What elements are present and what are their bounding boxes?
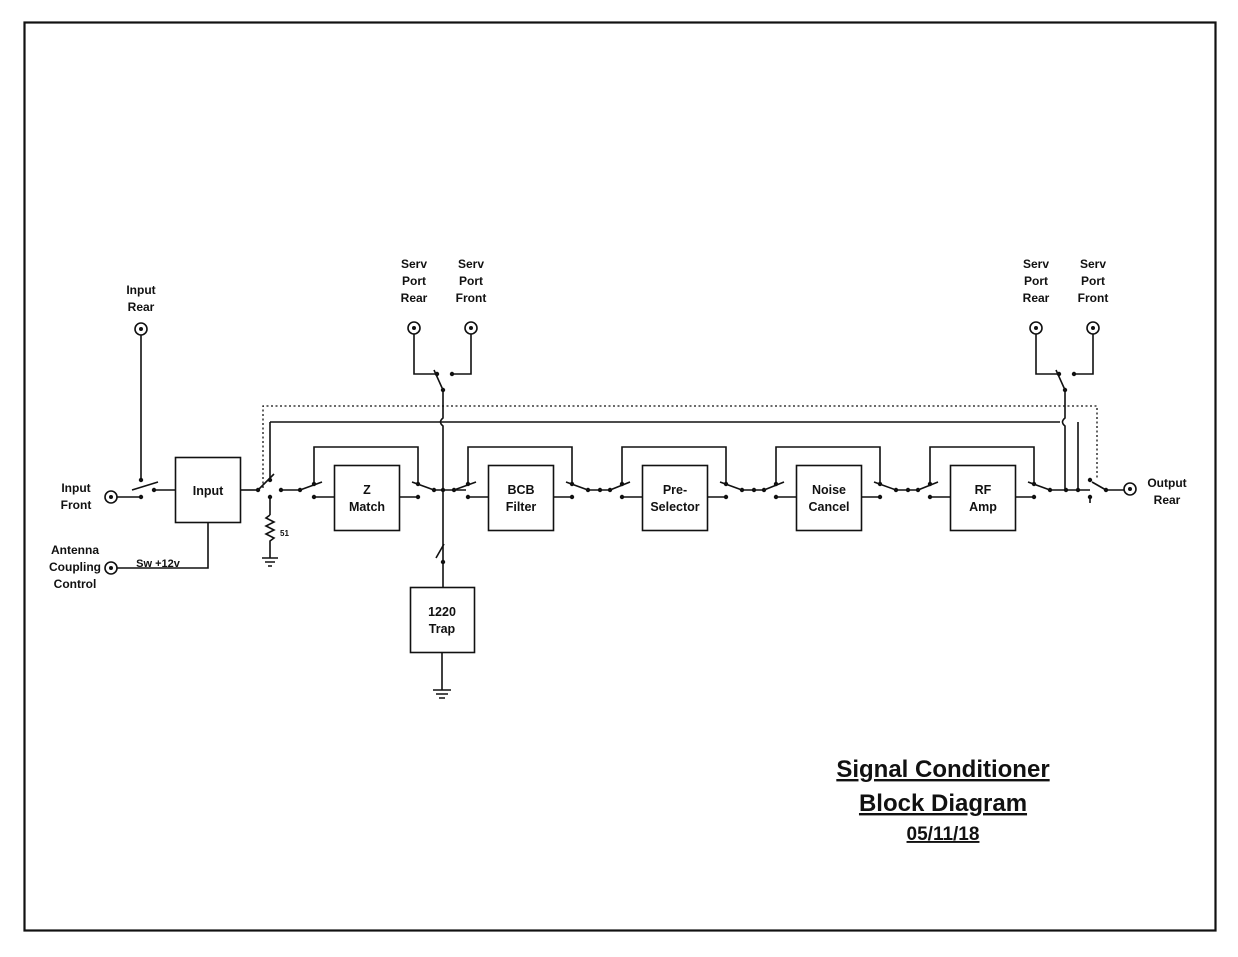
svg-text:Output: Output <box>1147 476 1186 490</box>
page-border <box>23 21 1217 932</box>
block-bcb-filter: BCB Filter <box>487 464 555 532</box>
svg-text:Coupling: Coupling <box>49 560 101 574</box>
block-rf-amp: RF Amp <box>949 464 1017 532</box>
svg-text:Antenna: Antenna <box>51 543 99 557</box>
svg-text:Noise: Noise <box>812 483 846 497</box>
svg-text:BCB: BCB <box>507 483 534 497</box>
serv-port-switch-2 <box>1035 334 1094 490</box>
svg-text:Rear: Rear <box>401 291 428 305</box>
input-front-jack-icon <box>104 490 118 504</box>
label-input-rear: Input Rear <box>126 283 155 314</box>
input-section-wiring <box>117 335 257 569</box>
svg-text:Z: Z <box>363 483 371 497</box>
svg-text:Pre-: Pre- <box>663 483 687 497</box>
svg-text:Serv: Serv <box>401 257 427 271</box>
svg-text:Amp: Amp <box>969 500 997 514</box>
svg-text:Input: Input <box>61 481 90 495</box>
label-antenna-coupling-control: Antenna Coupling Control <box>49 543 101 591</box>
input-rear-jack-icon <box>134 322 148 336</box>
label-serv-port-rear-2: Serv Port Rear <box>1023 257 1050 305</box>
svg-text:Serv: Serv <box>1080 257 1106 271</box>
block-1220-trap: 1220 Trap <box>409 586 476 654</box>
label-output-rear: Output Rear <box>1147 476 1186 507</box>
label-serv-port-rear-1: Serv Port Rear <box>401 257 428 305</box>
svg-text:Front: Front <box>456 291 487 305</box>
control-bus-dotted <box>262 405 1098 488</box>
sw-12v-label: Sw +12v <box>136 558 181 570</box>
signal-chain-wiring <box>278 422 1124 503</box>
svg-text:Match: Match <box>349 500 385 514</box>
label-input-front: Input Front <box>61 481 92 512</box>
serv-port-switch-1 <box>413 334 472 560</box>
svg-text:Control: Control <box>54 577 97 591</box>
svg-text:Port: Port <box>459 274 483 288</box>
input-transfer-switch <box>255 422 275 515</box>
ground-icon <box>433 653 451 699</box>
svg-text:Front: Front <box>1078 291 1109 305</box>
svg-text:Serv: Serv <box>458 257 484 271</box>
svg-text:Port: Port <box>402 274 426 288</box>
svg-text:Front: Front <box>61 498 92 512</box>
serv-port-front-2-jack-icon <box>1086 321 1100 335</box>
antenna-control-jack-icon <box>104 561 118 575</box>
block-noise-cancel: Noise Cancel <box>795 464 863 532</box>
svg-text:RF: RF <box>975 483 992 497</box>
svg-text:Rear: Rear <box>128 300 155 314</box>
svg-text:Port: Port <box>1081 274 1105 288</box>
block-pre-selector: Pre- Selector <box>641 464 709 532</box>
trap-switch <box>435 543 446 587</box>
svg-text:1220: 1220 <box>428 605 456 619</box>
output-rear-jack-icon <box>1123 482 1137 496</box>
block-z-match: Z Match <box>333 464 401 532</box>
diagram-title: Signal Conditioner Block Diagram 05/11/1… <box>836 756 1049 845</box>
svg-text:Serv: Serv <box>1023 257 1049 271</box>
serv-port-front-1-jack-icon <box>464 321 478 335</box>
svg-text:Input: Input <box>126 283 155 297</box>
svg-text:Port: Port <box>1024 274 1048 288</box>
svg-text:Selector: Selector <box>650 500 699 514</box>
label-serv-port-front-2: Serv Port Front <box>1078 257 1109 305</box>
svg-text:Trap: Trap <box>429 622 456 636</box>
serv-port-rear-1-jack-icon <box>407 321 421 335</box>
block-input: Input <box>174 456 242 524</box>
title-line-1: Signal Conditioner <box>836 756 1049 783</box>
label-serv-port-front-1: Serv Port Front <box>456 257 487 305</box>
title-line-2: Block Diagram <box>859 790 1027 817</box>
resistor-value-label: 51 <box>280 529 289 538</box>
svg-text:Rear: Rear <box>1154 493 1181 507</box>
svg-text:Filter: Filter <box>506 500 537 514</box>
svg-text:Cancel: Cancel <box>809 500 850 514</box>
svg-text:Input: Input <box>193 484 224 498</box>
resistor-icon <box>262 514 278 567</box>
serv-port-rear-2-jack-icon <box>1029 321 1043 335</box>
svg-text:Rear: Rear <box>1023 291 1050 305</box>
title-date: 05/11/18 <box>907 824 980 845</box>
